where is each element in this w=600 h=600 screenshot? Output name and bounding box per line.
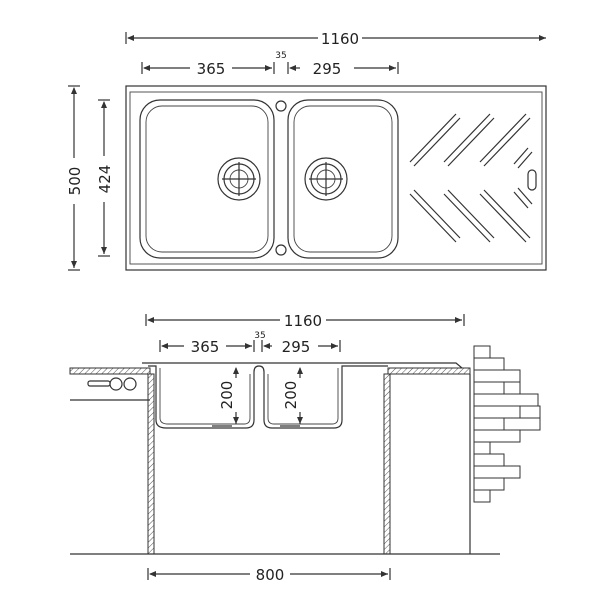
drain-2-icon (304, 157, 348, 201)
bowl-1 (139, 99, 275, 259)
overflow-hole-icon (275, 244, 287, 256)
sink-section (142, 362, 463, 429)
overflow-hole-icon (275, 100, 287, 112)
drain-1-icon (217, 157, 261, 201)
side-bowl2-width-label: 295 (282, 338, 311, 356)
brick-wall (473, 345, 541, 503)
top-overall-depth-label: 500 (66, 167, 84, 196)
side-bowl-height-dimensions: 200 200 (218, 367, 303, 424)
cabinet-width-label: 800 (256, 566, 285, 584)
cabinet-panels (70, 373, 500, 555)
drainboard-grooves (409, 113, 537, 243)
top-overall-width-label: 1160 (321, 30, 359, 48)
top-depth-dimensions: 500 424 (66, 85, 114, 271)
sink-top-outline (125, 85, 547, 271)
bowl-2 (287, 99, 399, 259)
side-bowl2-height-label: 200 (282, 381, 300, 410)
side-overall-width-dimension: 1160 (145, 312, 465, 330)
cabinet-width-dimension: 800 (147, 566, 391, 584)
top-view: 1160 365 35 295 500 424 (66, 30, 547, 271)
top-bowl-width-dimensions: 365 35 295 (141, 51, 399, 78)
top-bowl-depth-label: 424 (96, 165, 114, 194)
side-gap-label: 35 (254, 331, 265, 341)
top-gap-label: 35 (275, 51, 286, 61)
side-bowl1-width-label: 365 (191, 338, 220, 356)
side-overall-width-label: 1160 (284, 312, 322, 330)
countertop-left (69, 367, 151, 401)
top-bowl1-width-label: 365 (197, 60, 226, 78)
side-bowl-width-dimensions: 365 35 295 (159, 331, 341, 356)
drainboard-slot (527, 169, 537, 191)
side-bowl1-height-label: 200 (218, 381, 236, 410)
top-overall-width-dimension: 1160 (125, 30, 546, 48)
countertop-right (387, 367, 471, 375)
side-view: 1160 365 35 295 (69, 312, 541, 584)
top-bowl2-width-label: 295 (313, 60, 342, 78)
